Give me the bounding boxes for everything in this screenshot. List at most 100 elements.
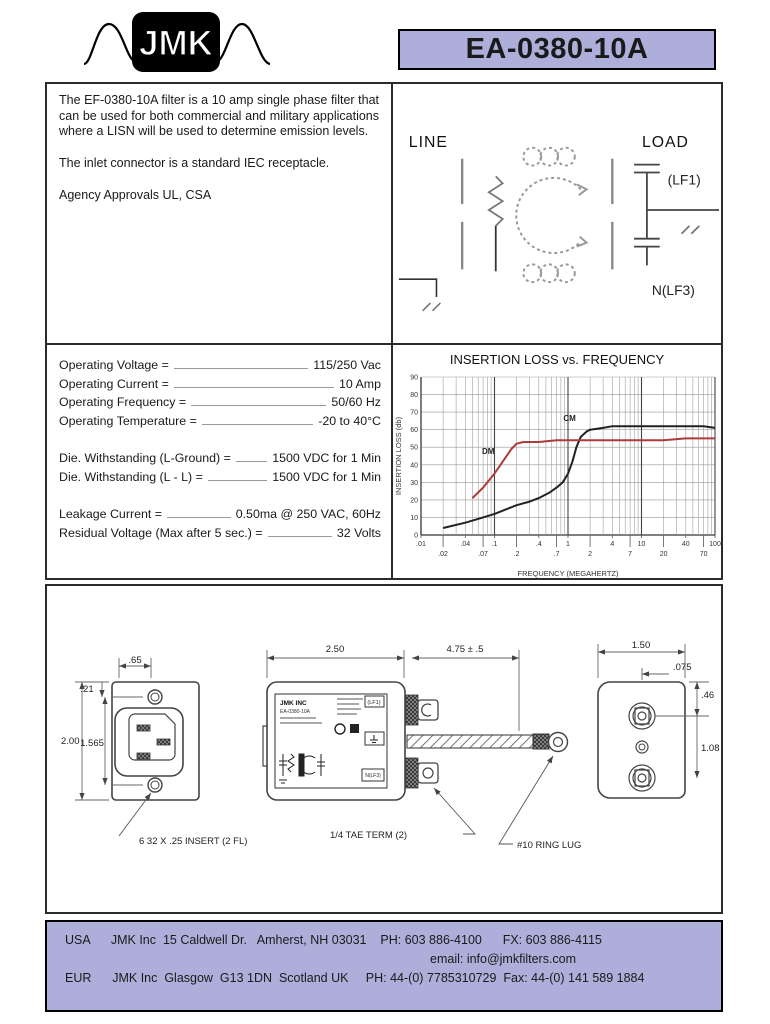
leader-line [235,461,268,462]
ring-lug [547,731,569,753]
svg-text:.21: .21 [80,684,93,695]
line-label: LINE [409,134,448,151]
front-dims [75,658,152,801]
svg-text:INSERTION LOSS (db): INSERTION LOSS (db) [394,416,403,495]
leader-line [166,517,231,518]
front-view: .65 2.00 .21 1.565 6 32 X .25 INSERT (2 … [61,655,247,847]
svg-text:10: 10 [410,515,418,522]
product-label: JMK INC EA-0380-10A (LF1) [274,693,388,789]
svg-text:.2: .2 [514,551,520,558]
spec-row: Die. Withstanding (L - L) =1500 VDC for … [59,469,381,484]
svg-text:60: 60 [410,427,418,434]
rear-terminal-bottom [628,764,656,792]
svg-text:7: 7 [628,551,632,558]
svg-text:.07: .07 [478,551,488,558]
svg-text:1.08: 1.08 [701,743,720,754]
circuit-schematic: LINE LOAD [398,134,720,312]
svg-text:.02: .02 [438,551,448,558]
svg-text:DM: DM [482,447,495,456]
svg-text:2.00: 2.00 [61,736,80,747]
series-DM [471,437,715,499]
side-view: JMK INC EA-0380-10A (LF1) [262,644,581,851]
spec-row: Operating Current =10 Amp [59,376,381,391]
svg-text:70: 70 [700,551,708,558]
resistor-icon [487,175,505,272]
svg-text:.46: .46 [701,690,714,701]
tab-callout: 1/4 TAE TERM (2) [330,830,407,841]
svg-text:100: 100 [709,541,721,548]
svg-text:.1: .1 [492,541,498,548]
svg-text:.65: .65 [128,655,141,666]
svg-text:40: 40 [410,462,418,469]
footer-usa-line: USA JMK Inc 15 Caldwell Dr. Amherst, NH … [65,933,602,947]
tab-terminals [405,694,439,789]
spec-row: Die. Withstanding (L-Ground) =1500 VDC f… [59,451,381,465]
footer-email-line: email: info@jmkfilters.com [430,952,577,966]
leader-line [201,423,314,425]
svg-text:40: 40 [682,541,690,548]
description-para3: Agency Approvals UL, CSA [59,187,212,202]
svg-text:1.50: 1.50 [632,640,651,651]
logo-sine-right [215,22,271,66]
leader-line [173,368,309,369]
lf3-label: N(LF3) [652,282,695,298]
pin-slot [156,738,171,746]
leader-line [191,405,327,406]
jmk-logo: JMK [82,10,272,76]
footer-contact-box: USA JMK Inc 15 Caldwell Dr. Amherst, NH … [45,920,723,1012]
lf1-label: (LF1) [668,171,701,187]
screw-insert-bottom [147,777,163,793]
rear-view: 1.50 .075 .46 1.08 [597,640,720,799]
svg-text:.7: .7 [554,551,560,558]
description-cell: The EF-0380-10A filter is a 10 amp singl… [47,84,391,343]
load-label: LOAD [642,134,689,151]
main-panel: The EF-0380-10A filter is a 10 amp singl… [45,82,723,580]
chart-title: INSERTION LOSS vs. FREQUENCY [449,352,665,367]
svg-text:4.75 ± .5: 4.75 ± .5 [447,644,484,655]
rear-dims [597,644,709,778]
svg-text:.075: .075 [673,662,692,673]
csa-mark-icon [350,724,359,733]
schematic-cell: LINE LOAD [391,84,721,343]
svg-text:(LF1): (LF1) [367,700,380,706]
iec-receptacle [114,707,184,777]
choke-core-icon [515,146,589,284]
footer-eur-line: EUR JMK Inc Glasgow G13 1DN Scotland UK … [65,971,645,985]
svg-text:20: 20 [410,497,418,504]
capacitor-network-icon [634,163,720,266]
svg-text:FREQUENCY (MEGAHERTZ): FREQUENCY (MEGAHERTZ) [518,569,619,578]
ground-wire [406,731,569,753]
screw-insert-top [147,689,163,705]
spec-row: Operating Frequency =50/60 Hz [59,395,381,409]
lug-callout: #10 RING LUG [517,840,581,851]
svg-text:2.50: 2.50 [326,644,345,655]
ul-mark-icon [334,723,346,735]
svg-text:50: 50 [410,445,418,452]
svg-text:1.565: 1.565 [80,738,104,749]
description-para1: The EF-0380-10A filter is a 10 amp singl… [59,93,379,139]
logo-tm-mark [141,12,151,20]
page-title: EA-0380-10A [465,33,649,65]
svg-text:80: 80 [410,392,418,399]
spec-row: Residual Voltage (Max after 5 sec.) =32 … [59,525,381,540]
leader-line [173,386,334,388]
svg-text:1: 1 [566,541,570,548]
svg-text:10: 10 [638,541,646,548]
svg-text:2: 2 [588,551,592,558]
insertion-loss-chart: 0102030405060708090.01.02.04.07.1.2.4.71… [394,375,721,579]
svg-text:CM: CM [563,414,576,423]
spec-row: Operating Temperature =-20 to 40°C [59,413,381,428]
front-callout: 6 32 X .25 INSERT (2 FL) [139,836,247,847]
series-CM [442,425,716,529]
svg-text:4: 4 [610,541,614,548]
leader-line [267,535,332,537]
svg-text:JMK INC: JMK INC [280,700,307,707]
svg-text:N(LF3): N(LF3) [365,773,381,779]
svg-text:EA-0380-10A: EA-0380-10A [280,709,311,715]
svg-text:0: 0 [414,533,418,540]
specs-cell: Operating Voltage =115/250 Vac Operating… [47,343,391,578]
mechanical-drawing-panel: .65 2.00 .21 1.565 6 32 X .25 INSERT (2 … [45,584,723,914]
spec-row: Leakage Current =0.50ma @ 250 VAC, 60Hz [59,507,381,521]
pin-slot [136,724,151,732]
